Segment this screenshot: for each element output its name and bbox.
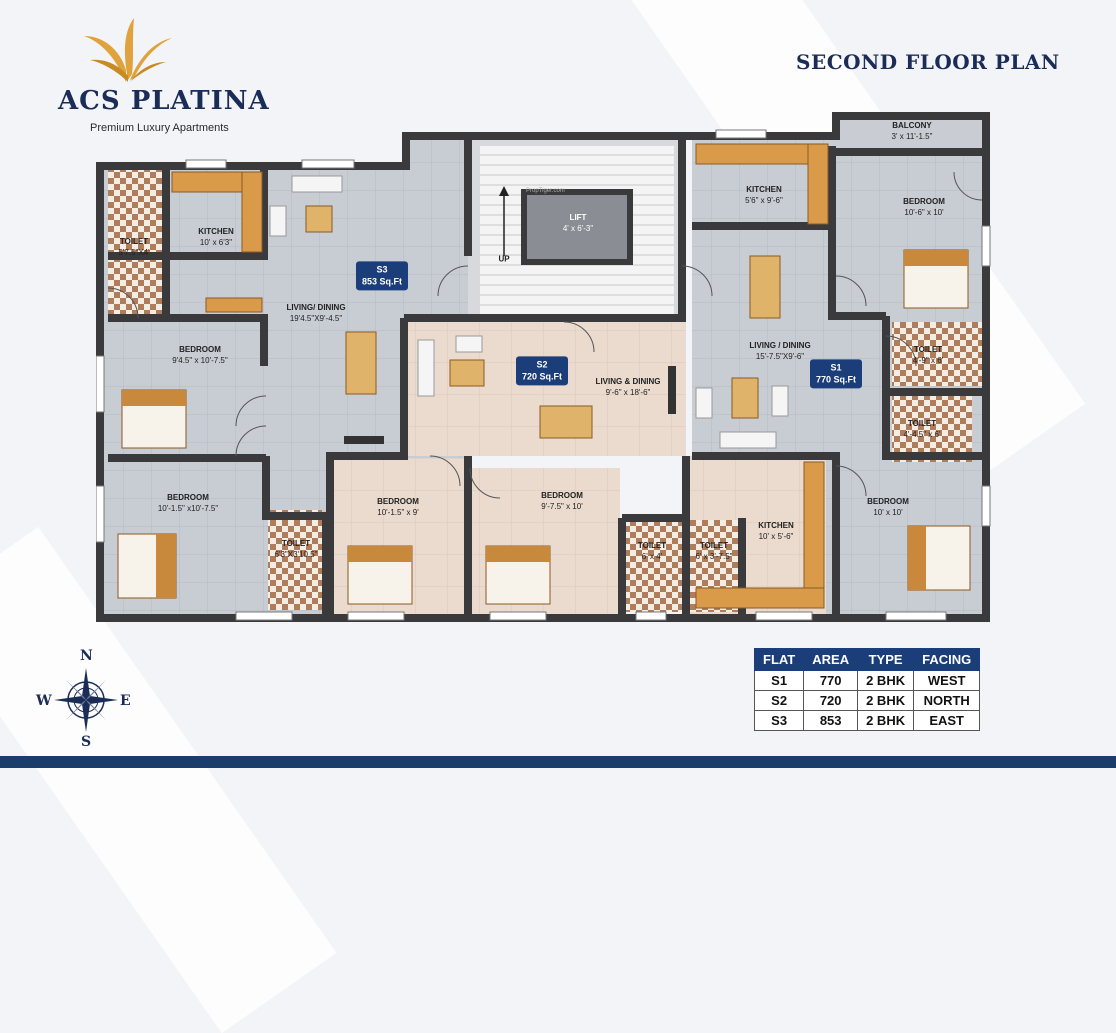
s3-floor-upper: [404, 134, 468, 294]
s3-toilet2-floor: [268, 510, 322, 610]
plan-title: SECOND FLOOR PLAN: [796, 50, 1060, 74]
table-cell: 2 BHK: [857, 690, 915, 711]
table-header: TYPE: [857, 648, 915, 671]
table-header: FLAT: [753, 648, 805, 671]
furniture: [269, 175, 789, 449]
beds: [117, 249, 971, 605]
compass-south: S: [81, 734, 92, 750]
table-row: S1 770 2 BHK WEST: [753, 670, 981, 691]
s2-toilet1-floor: [620, 520, 682, 612]
table-cell: 853: [803, 710, 859, 731]
s1-toilet1-floor: [892, 322, 982, 386]
footer-bar: [0, 756, 1116, 768]
table-header: AREA: [803, 648, 859, 671]
table-cell: NORTH: [913, 690, 981, 711]
table-row: S2 720 2 BHK NORTH: [753, 690, 981, 711]
kitchen-counters: [171, 143, 829, 609]
compass-west: W: [36, 693, 52, 709]
s1-toilet2-floor: [892, 396, 972, 462]
table-header: FACING: [913, 648, 981, 671]
compass-east: E: [120, 693, 131, 709]
lift-shaft: [521, 189, 633, 265]
table-cell: S1: [753, 670, 805, 691]
compass-star-icon: [54, 668, 118, 732]
balcony-floor: [836, 114, 986, 152]
compass-north: N: [80, 648, 93, 664]
table-header-row: FLAT AREA TYPE FACING: [753, 648, 981, 671]
compass-rose: N S E W: [36, 648, 136, 750]
table-cell: 720: [803, 690, 859, 711]
palm-logo-icon: [84, 18, 172, 82]
door-swings: [107, 171, 983, 499]
floor-plan-drawing: [96, 112, 991, 622]
table-cell: 770: [803, 670, 859, 691]
table-row: S3 853 2 BHK EAST: [753, 710, 981, 731]
table-cell: 2 BHK: [857, 670, 915, 691]
table-cell: EAST: [913, 710, 981, 731]
table-cell: S3: [753, 710, 805, 731]
s3-toilet1-floor: [108, 170, 162, 318]
watermark: PropTiger.com: [526, 188, 565, 194]
brand-name: ACS PLATINA: [58, 86, 270, 116]
windows: [96, 129, 991, 621]
flat-summary-table: FLAT AREA TYPE FACING S1 770 2 BHK WEST …: [753, 648, 981, 731]
room-label-up: UP: [498, 254, 510, 264]
table-cell: WEST: [913, 670, 981, 691]
table-cell: 2 BHK: [857, 710, 915, 731]
table-cell: S2: [753, 690, 805, 711]
brand-tagline: Premium Luxury Apartments: [90, 122, 229, 134]
brand-logo: ACS PLATINA Premium Luxury Apartments: [58, 14, 278, 134]
